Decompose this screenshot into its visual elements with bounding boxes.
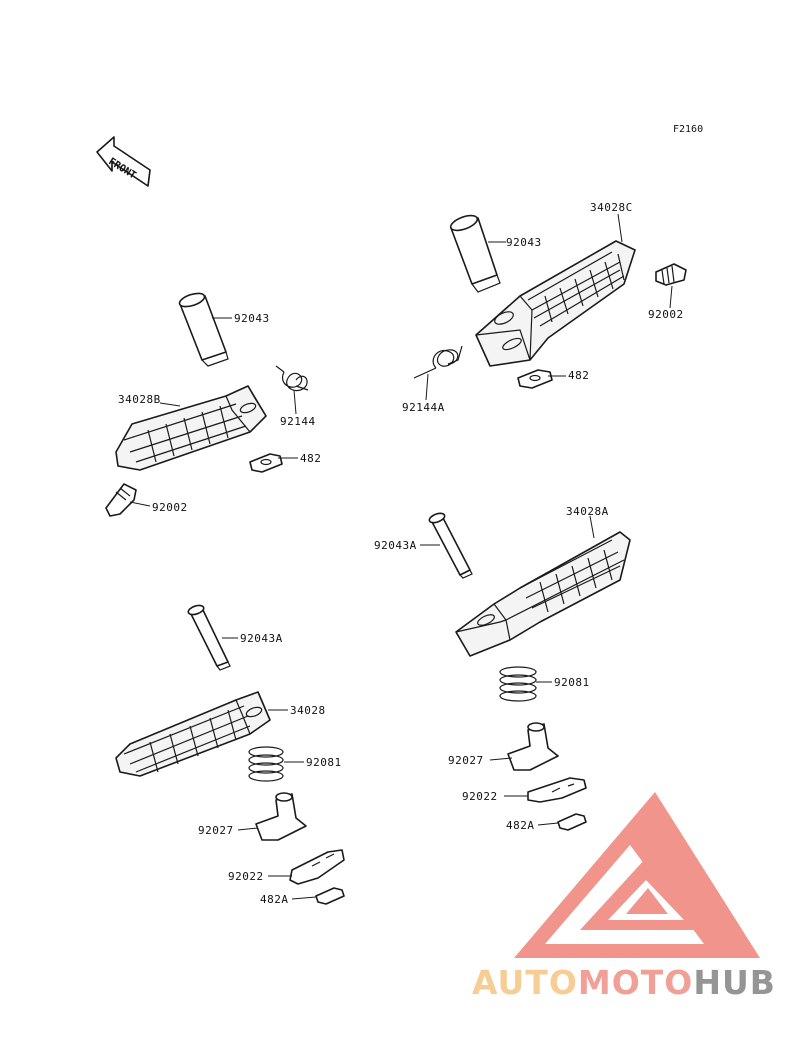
br-footpeg-step <box>455 531 631 657</box>
bottom-right-assembly: 92043A 34028A 92081 92027 92022 482A <box>374 505 631 832</box>
top-right-assembly: 92043 34028C 92002 92144A 482 <box>402 201 687 414</box>
callout-482: 482 <box>568 369 589 382</box>
bl-coil-spring <box>248 746 284 782</box>
br-pivot-pin <box>428 512 473 579</box>
watermark-logo-icon <box>514 792 760 958</box>
watermark-wordmark: AUTOMOTOHUB <box>472 963 776 1002</box>
callout-92043a: 92043A <box>374 539 417 552</box>
callout-92081: 92081 <box>554 676 590 689</box>
callout-92027: 92027 <box>448 754 484 767</box>
watermark-hub: HUB <box>693 963 776 1002</box>
bl-pivot-pin <box>187 604 231 671</box>
br-stopper-plate <box>527 777 587 803</box>
tl-bolt-plug <box>105 483 137 517</box>
callout-92043: 92043 <box>506 236 542 249</box>
tr-washer <box>517 369 553 389</box>
callout-482a-left: 482A <box>260 893 289 906</box>
tl-return-spring <box>275 365 309 392</box>
tr-bolt-plug <box>655 263 687 286</box>
diagram-reference-code: F2160 <box>673 124 703 135</box>
br-coil-spring <box>499 666 537 702</box>
tr-pivot-pin <box>449 214 501 293</box>
br-stopper-bracket <box>507 722 559 771</box>
tl-footpeg-step <box>115 385 267 471</box>
watermark-moto: MOTO <box>578 963 693 1002</box>
callout-92144: 92144 <box>280 415 316 428</box>
tl-pivot-pin <box>178 292 229 367</box>
br-washer <box>557 813 587 831</box>
front-direction-arrow: FRONT <box>96 136 151 187</box>
bl-stopper-bracket <box>255 792 307 841</box>
callout-92144a: 92144A <box>402 401 445 414</box>
automotohub-watermark: AUTOMOTOHUB <box>472 792 776 1002</box>
callout-92002: 92002 <box>648 308 684 321</box>
callout-92022-left: 92022 <box>228 870 264 883</box>
callout-34028: 34028 <box>290 704 326 717</box>
bottom-left-assembly: 92043A 34028 92081 92027 92022 482A <box>115 604 345 906</box>
callout-482a: 482A <box>506 819 535 832</box>
watermark-auto: AUTO <box>472 963 578 1002</box>
callout-92027-left: 92027 <box>198 824 234 837</box>
callout-482-left: 482 <box>300 452 321 465</box>
bl-stopper-plate <box>289 849 345 885</box>
callout-92043-left: 92043 <box>234 312 270 325</box>
callout-92043a-left: 92043A <box>240 632 283 645</box>
tl-washer <box>249 453 283 473</box>
top-left-assembly: 92043 34028B 92144 482 92002 <box>105 292 321 517</box>
bl-footpeg-step <box>115 691 271 777</box>
tr-footpeg-step <box>475 240 636 367</box>
callout-34028b: 34028B <box>118 393 161 406</box>
bl-washer <box>315 887 345 905</box>
callout-34028a: 34028A <box>566 505 609 518</box>
callout-92002-left: 92002 <box>152 501 188 514</box>
callout-92022: 92022 <box>462 790 498 803</box>
callout-34028c: 34028C <box>590 201 633 214</box>
callout-92081-left: 92081 <box>306 756 342 769</box>
tr-return-spring <box>413 345 463 379</box>
